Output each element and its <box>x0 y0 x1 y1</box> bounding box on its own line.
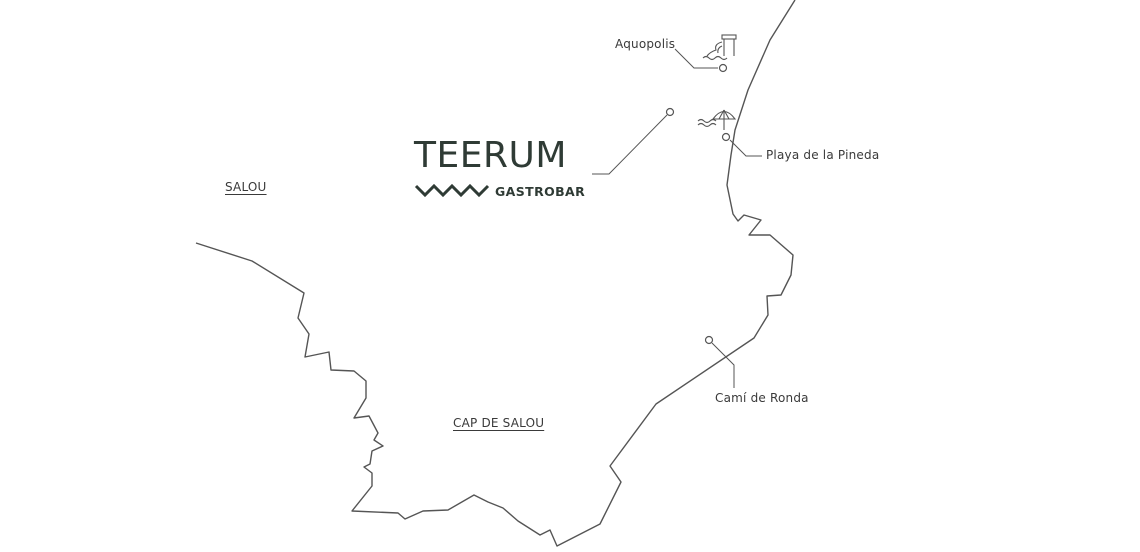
cami-marker[interactable] <box>704 335 735 389</box>
teerum-marker[interactable] <box>592 107 675 175</box>
cami-leader-line <box>711 342 735 388</box>
playa-label[interactable]: Playa de la Pineda <box>766 148 880 162</box>
waves-logo-icon <box>414 183 490 198</box>
playa-leader-line <box>729 139 762 157</box>
playa-pin <box>721 132 731 142</box>
beach-umbrella-icon <box>697 109 737 130</box>
logo-subtitle: GASTROBAR <box>495 184 586 199</box>
playa-marker[interactable] <box>721 132 763 157</box>
teerum-pin <box>665 107 675 117</box>
cami-label[interactable]: Camí de Ronda <box>715 391 809 405</box>
aquopolis-marker[interactable] <box>674 48 728 73</box>
aquopolis-pin <box>718 63 728 73</box>
aquopolis-label[interactable]: Aquopolis <box>615 37 676 51</box>
teerum-leader-line <box>592 114 668 175</box>
aquopolis-leader-line <box>674 48 718 69</box>
coastline <box>195 0 796 547</box>
water-park-icon <box>702 34 737 61</box>
cap-salou-label[interactable]: CAP DE SALOU <box>453 416 545 430</box>
cami-pin <box>704 335 714 345</box>
logo-name[interactable]: TEERUM <box>414 135 567 176</box>
salou-label[interactable]: SALOU <box>225 180 267 194</box>
